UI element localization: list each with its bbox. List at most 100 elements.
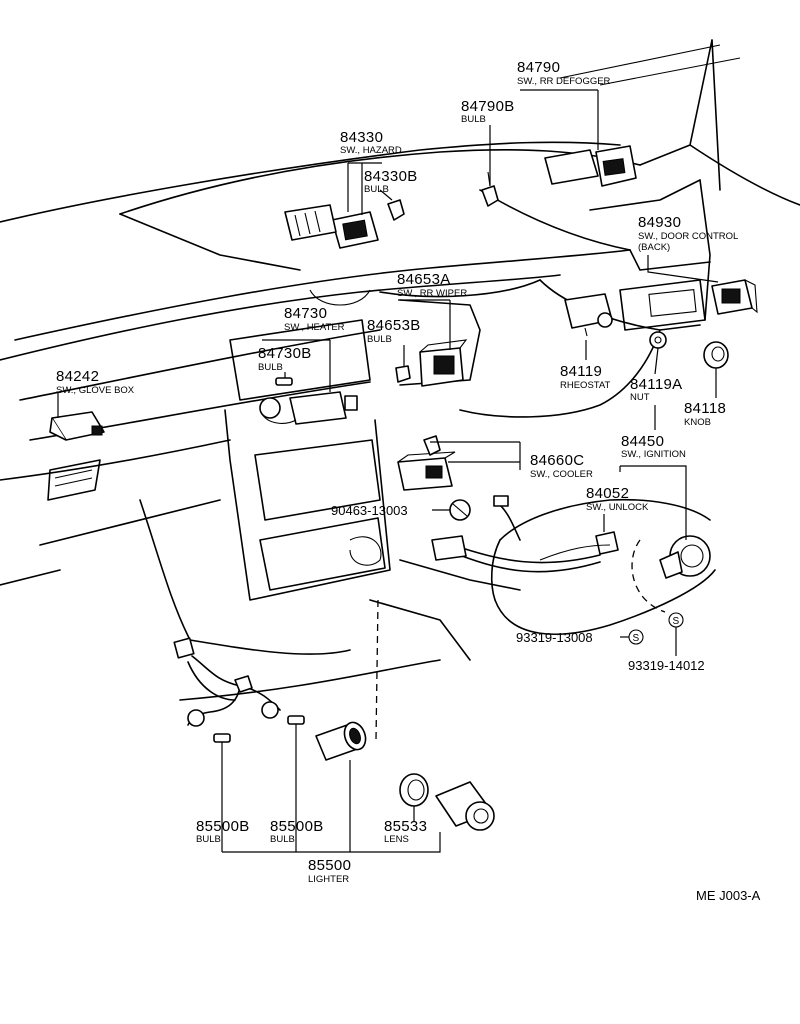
heater-switch-part [259,391,358,425]
cooler-bulb-part [423,435,441,456]
svg-text:84653A: 84653A [397,271,451,288]
svg-text:S: S [673,616,680,627]
svg-text:SW., RR WIPER: SW., RR WIPER [397,288,467,299]
label-84653A: 84653A SW., RR WIPER [397,271,467,299]
lighter-bulb-part-2 [287,715,305,725]
lighter-part [435,781,495,831]
lighter-harness-part [173,637,281,727]
label-84790B: 84790B BULB [461,98,515,125]
label-84660C: 84660C SW., COOLER [530,452,593,480]
svg-text:SW., RR DEFOGGER: SW., RR DEFOGGER [517,76,611,87]
svg-text:84660C: 84660C [530,452,584,469]
cooler-switch-part [397,451,456,491]
svg-text:SW., IGNITION: SW., IGNITION [621,449,686,460]
svg-text:BULB: BULB [364,184,389,195]
label-84450: 84450 SW., IGNITION [621,433,686,460]
screw-symbol-2: S [668,612,684,628]
rheostat-part [564,293,613,337]
dashed-relation-line [375,599,379,741]
leader-lines [57,89,719,853]
label-84119A: 84119A NUT [630,376,682,403]
svg-text:(BACK): (BACK) [638,242,670,253]
rr-wiper-bulb-part [395,365,411,383]
svg-text:S: S [633,633,640,644]
svg-text:85500B: 85500B [196,818,250,835]
label-90463-13003: 90463-13003 [331,503,408,518]
svg-text:93319-13008: 93319-13008 [516,630,593,645]
rheostat-knob-part [703,341,729,369]
svg-text:KNOB: KNOB [684,417,711,428]
svg-text:SW., COOLER: SW., COOLER [530,469,593,480]
ignition-switch-part [631,535,711,613]
label-85500B-1: 85500B BULB [196,818,250,845]
svg-text:BULB: BULB [461,114,486,125]
hazard-switch-part [284,204,379,249]
svg-text:84119A: 84119A [630,376,682,393]
hazard-bulb-part [387,199,405,221]
label-93319-14012: 93319-14012 [628,658,705,673]
label-84730: 84730 SW., HEATER [284,305,345,333]
svg-text:SW., GLOVE BOX: SW., GLOVE BOX [56,385,135,396]
door-control-switch-part [711,279,758,315]
label-84118: 84118 KNOB [684,400,726,428]
footer-code: ME J003-A [696,888,761,903]
label-84242: 84242 SW., GLOVE BOX [56,368,135,396]
label-84930: 84930 SW., DOOR CONTROL (BACK) [638,214,738,253]
svg-text:85533: 85533 [384,818,427,835]
lighter-socket-part [315,721,367,761]
svg-text:85500B: 85500B [270,818,324,835]
ignition-harness-part [431,495,601,573]
svg-text:SW., HEATER: SW., HEATER [284,322,345,333]
svg-text:RHEOSTAT: RHEOSTAT [560,380,611,391]
svg-text:84930: 84930 [638,214,681,231]
svg-text:90463-13003: 90463-13003 [331,503,408,518]
screw-symbol-1: S [628,629,644,645]
label-84790: 84790 SW., RR DEFOGGER [517,59,611,87]
label-85533: 85533 LENS [384,818,427,845]
label-84052: 84052 SW., UNLOCK [586,485,649,513]
svg-text:84790B: 84790B [461,98,515,115]
dashboard-outline [0,39,800,701]
glove-box-switch-part [49,411,105,441]
svg-text:84330: 84330 [340,129,383,146]
rheostat-nut-part [649,331,667,349]
heater-bulb-part [275,377,293,386]
label-85500: 85500 LIGHTER [308,857,351,885]
label-84330B: 84330B BULB [364,168,418,195]
svg-text:BULB: BULB [270,834,295,845]
svg-text:84330B: 84330B [364,168,418,185]
rr-wiper-switch-part [419,339,468,387]
lighter-bulb-part-1 [213,733,231,743]
svg-text:BULB: BULB [196,834,221,845]
svg-text:84450: 84450 [621,433,664,450]
rr-defogger-switch-part [544,145,637,187]
svg-text:SW., DOOR CONTROL: SW., DOOR CONTROL [638,231,738,242]
svg-text:LENS: LENS [384,834,409,845]
svg-text:SW., UNLOCK: SW., UNLOCK [586,502,649,513]
label-84330: 84330 SW., HAZARD [340,129,402,156]
svg-text:85500: 85500 [308,857,351,874]
svg-text:93319-14012: 93319-14012 [628,658,705,673]
lighter-lens-part [399,773,429,807]
unlock-switch-part [539,531,619,561]
svg-text:BULB: BULB [258,362,283,373]
svg-text:84052: 84052 [586,485,629,502]
svg-text:84118: 84118 [684,400,726,417]
svg-text:SW., HAZARD: SW., HAZARD [340,145,402,156]
label-93319-13008: 93319-13008 [516,630,593,645]
svg-text:84730B: 84730B [258,345,312,362]
svg-text:84730: 84730 [284,305,327,322]
svg-text:84653B: 84653B [367,317,421,334]
svg-text:ME J003-A: ME J003-A [696,888,761,903]
svg-text:NUT: NUT [630,392,650,403]
label-84730B: 84730B BULB [258,345,312,373]
svg-text:84790: 84790 [517,59,560,76]
label-84119: 84119 RHEOSTAT [560,363,611,391]
label-84653B: 84653B BULB [367,317,421,345]
svg-text:BULB: BULB [367,334,392,345]
svg-text:84242: 84242 [56,368,99,385]
clip-part [449,499,471,521]
svg-text:LIGHTER: LIGHTER [308,874,349,885]
label-85500B-2: 85500B BULB [270,818,324,845]
